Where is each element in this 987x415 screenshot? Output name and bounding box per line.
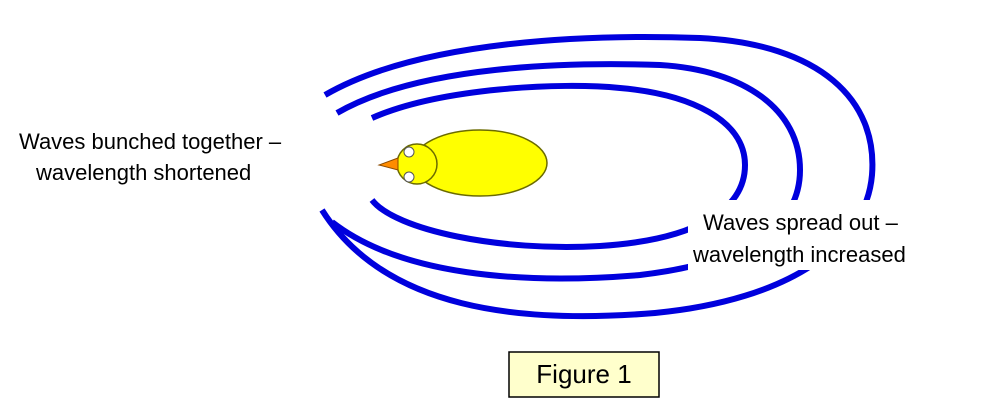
caption-box	[508, 351, 660, 398]
left-label-line2: wavelength shortened	[35, 160, 251, 185]
right-label-line2: wavelength increased	[692, 242, 906, 267]
eye-icon	[403, 171, 415, 183]
beak-icon	[377, 157, 399, 171]
wave-crest-middle	[330, 61, 804, 282]
right-label-line1: Waves spread out –	[703, 210, 899, 235]
wave-crest-outer	[319, 34, 876, 320]
left-label-line1: Waves bunched together –	[19, 129, 282, 154]
left-label-backing	[14, 122, 329, 190]
wave-crest-inner	[369, 82, 749, 250]
source-head	[396, 143, 438, 185]
right-label-backing	[688, 200, 973, 270]
eye-icon	[403, 146, 415, 158]
caption-text: Figure 1	[536, 359, 631, 389]
